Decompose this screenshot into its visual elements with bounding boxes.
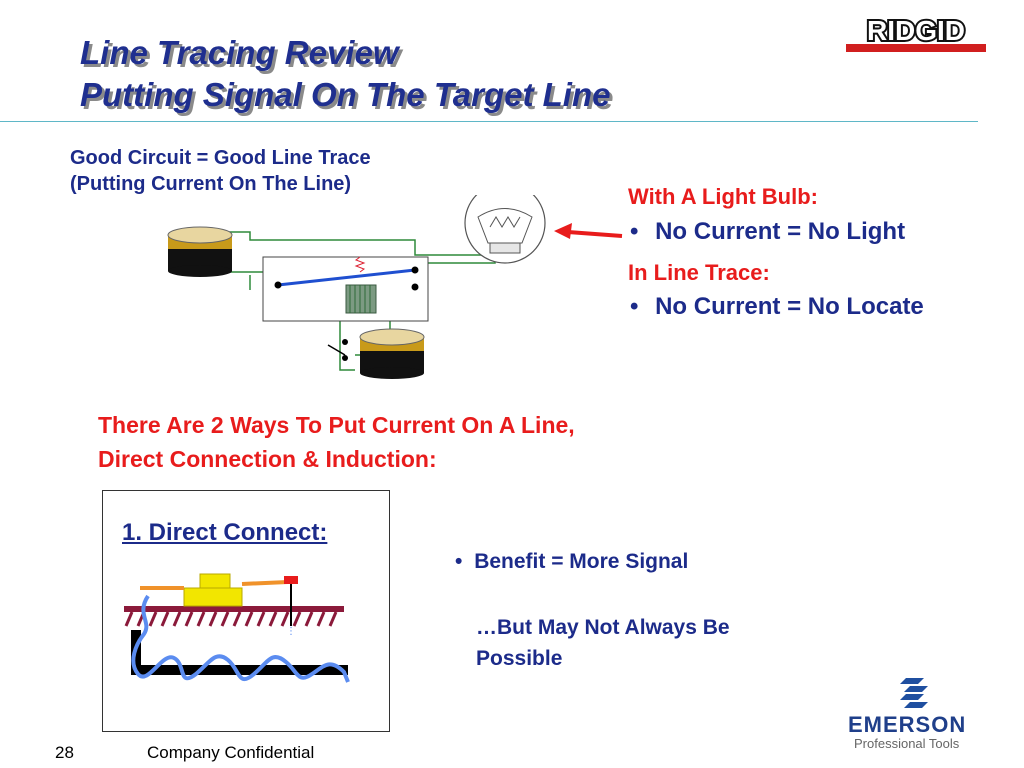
coil-icon [345,284,377,314]
battery-bottom-icon [359,328,425,379]
pointer-arrow-icon [554,223,623,239]
buried-line [131,630,348,675]
ways-line2: Direct Connection & Induction: [98,446,437,472]
circuit-caption-line2: (Putting Current On The Line) [70,173,352,195]
svg-text:⋮: ⋮ [286,626,296,637]
ridgid-logo: RIDGID [846,14,986,52]
benefit-caveat-line1: …But May Not Always Be [476,616,730,639]
light-bulb-bullet-text: No Current = No Light [655,218,906,245]
bullet-icon: • [630,218,639,245]
line-trace-bullet-text: No Current = No Locate [655,293,924,320]
bullet-icon: • [455,550,463,573]
emerson-logo: EMERSON Professional Tools [842,672,992,756]
ways-statement: There Are 2 Ways To Put Current On A Lin… [98,408,575,476]
direct-connect-diagram: ⋮ [124,573,350,683]
page-number: 28 [55,743,74,762]
lead-right [241,580,289,586]
direct-connect-label: 1. Direct Connect: [122,519,328,546]
light-bulb-heading: With A Light Bulb: [628,184,818,209]
signal-wave [131,594,350,683]
ridgid-logo-bar [846,44,986,52]
light-bulb-bullet: • No Current = No Light [630,218,905,246]
circuit-caption-line1: Good Circuit = Good Line Trace [70,147,371,169]
resistor-icon [354,256,366,273]
circuit-diagram [167,195,546,379]
emerson-logo-subtext: Professional Tools [854,736,960,751]
benefit-bullet: • Benefit = More Signal [455,550,688,574]
direct-connect-panel [102,490,390,732]
emerson-logo-text: EMERSON [848,712,967,737]
footer-confidential: Company Confidential [147,743,315,762]
emerson-mark-icon [900,678,928,708]
ground-stake-icon [284,576,298,584]
benefit-caveat-line2: Possible [476,647,563,670]
title-divider [0,121,978,122]
slide-title-line2: Putting Signal On The Target Line [80,76,611,113]
battery-left-icon [167,226,233,277]
ground-surface [124,606,344,612]
circuit-caption: Good Circuit = Good Line Trace (Putting … [70,145,371,197]
wire-top [200,231,495,256]
switch-icon [327,344,346,356]
bullet-icon: • [630,293,639,320]
slide-title-line1: Line Tracing Review [80,34,399,71]
line-trace-heading: In Line Trace: [628,260,770,285]
ridgid-logo-text: RIDGID [867,15,965,46]
target-line [277,268,416,287]
benefit-text: Benefit = More Signal [474,550,689,573]
transmitter-icon [199,573,231,589]
benefit-caveat: …But May Not Always Be Possible [476,612,730,674]
line-trace-bullet: • No Current = No Locate [630,293,924,321]
light-bulb-icon [464,195,546,264]
ways-line1: There Are 2 Ways To Put Current On A Lin… [98,412,575,438]
